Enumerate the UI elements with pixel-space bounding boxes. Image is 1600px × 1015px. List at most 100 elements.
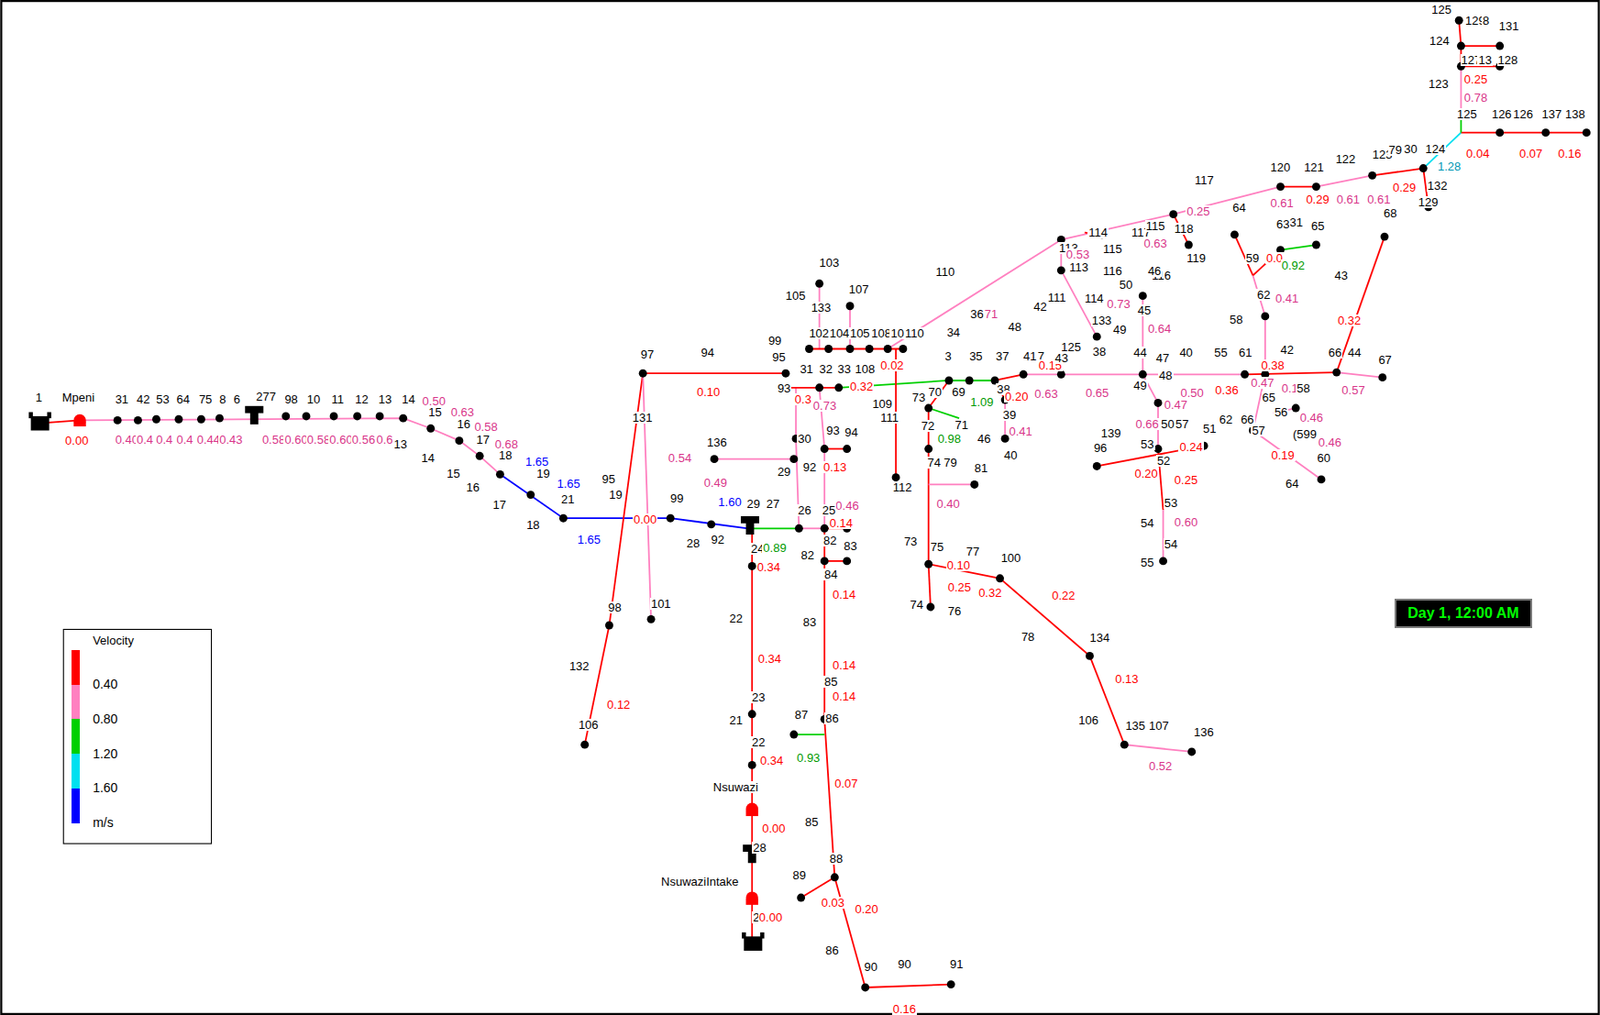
junction-label: 91 — [948, 958, 964, 971]
junction-label: 64 — [1231, 201, 1247, 214]
velocity-label: 0.25 — [947, 581, 972, 594]
junction-label: 82 — [800, 549, 816, 562]
network-symbol — [898, 344, 907, 354]
network-symbol — [710, 454, 719, 464]
junction-label: 27 — [765, 497, 781, 510]
junction-label: 96 — [1092, 441, 1108, 454]
junction-label: 71 — [954, 419, 970, 431]
network-symbol — [215, 414, 224, 423]
pipe — [1280, 186, 1317, 188]
velocity-label: 0.50 — [421, 395, 447, 408]
junction-label: 66 — [1239, 413, 1255, 426]
velocity-label: 0.32 — [849, 380, 874, 393]
junction-label: 45 — [1136, 304, 1152, 317]
velocity-label: 1.28 — [1436, 160, 1462, 173]
junction-label: 74 — [909, 598, 925, 611]
junction-label: 55 — [1139, 556, 1155, 569]
network-symbol — [781, 369, 790, 378]
junction-label: 132 — [1426, 179, 1449, 192]
network-symbol — [796, 893, 806, 903]
network-symbol — [815, 383, 824, 392]
network-symbol — [1187, 748, 1196, 757]
network-symbol — [789, 730, 798, 740]
network-symbol — [794, 524, 804, 533]
pipe — [1336, 236, 1385, 373]
junction-label: 57 — [1174, 418, 1190, 431]
velocity-label: 71 — [983, 308, 999, 320]
velocity-label: 0.3 — [794, 393, 813, 406]
legend-swatch — [71, 753, 80, 789]
velocity-label: 0.25 — [1185, 205, 1211, 218]
pipe — [642, 372, 786, 375]
velocity-label: 0.89 — [761, 541, 787, 554]
junction-label: 19 — [607, 488, 623, 501]
junction-label: 120 — [1268, 161, 1292, 174]
velocity-label: 0.47 — [1249, 376, 1275, 389]
velocity-label: 0.58 — [473, 420, 498, 433]
junction-label: 34 — [946, 326, 961, 339]
network-symbol — [605, 621, 614, 630]
junction-label: 46 — [976, 432, 992, 445]
network-symbol — [947, 980, 956, 989]
junction-label: 74 — [926, 456, 941, 469]
junction-label: 49 — [1132, 379, 1148, 392]
network-symbol — [1240, 370, 1249, 379]
junction-label: 42 — [1032, 300, 1048, 313]
junction-label: 111 — [1047, 291, 1068, 304]
velocity-label: 0.4 — [135, 433, 155, 446]
junction-label: 78 — [1020, 630, 1036, 643]
junction-label: 11 — [331, 393, 346, 406]
network-symbol — [824, 344, 833, 354]
network-symbol — [1019, 370, 1028, 379]
junction-label: 100 — [1000, 551, 1023, 564]
pipe — [1372, 168, 1424, 177]
network-symbol — [1158, 556, 1168, 565]
legend-swatch — [71, 718, 80, 754]
junction-label: 119 — [1185, 252, 1207, 265]
junction-label: 116 — [1102, 264, 1124, 277]
velocity-label: 0.50 — [1179, 386, 1204, 399]
junction-label: NsuwaziIntake — [660, 875, 740, 888]
network-symbol — [1380, 232, 1390, 242]
legend-text: 1.20 — [91, 748, 119, 761]
junction-label: 33 — [837, 363, 852, 376]
velocity-label: 0.04 — [1465, 147, 1490, 160]
junction-label: 126 — [1511, 108, 1534, 121]
junction-label: 12 — [353, 393, 369, 406]
network-symbol — [865, 344, 874, 354]
junction-label: 58 — [1295, 382, 1311, 395]
junction-label: 31 — [114, 393, 130, 406]
velocity-label: 0.61 — [1335, 193, 1361, 206]
velocity-label: 0.63 — [1142, 237, 1168, 250]
network-symbol — [1291, 404, 1301, 413]
junction-label: 69 — [950, 386, 966, 398]
junction-label: 108 — [870, 327, 893, 340]
pipe — [824, 528, 951, 988]
network-symbol — [820, 556, 829, 565]
junction-label: 107 — [1147, 719, 1170, 732]
junction-label: Mpeni — [61, 391, 96, 404]
junction-label: 85 — [804, 816, 819, 828]
velocity-label: 0.44 — [196, 433, 221, 446]
junction-label: 277 — [254, 390, 277, 403]
junction-label: 22 — [728, 612, 744, 625]
junction-label: 137 — [1540, 108, 1563, 121]
velocity-label: 0.25 — [1463, 73, 1489, 86]
junction-label: 83 — [802, 616, 817, 629]
junction-label: 132 — [568, 660, 591, 673]
junction-label: 1 — [34, 391, 44, 404]
network-symbol — [1378, 373, 1387, 382]
velocity-label: 0.98 — [937, 432, 962, 445]
junction-label: 62 — [1256, 288, 1271, 301]
velocity-label: 0.12 — [606, 698, 631, 711]
network-symbol — [133, 416, 143, 425]
junction-label: 43 — [1334, 269, 1349, 282]
network-symbol — [1092, 332, 1102, 342]
junction-label: 134 — [1088, 631, 1111, 644]
pipe — [1460, 44, 1500, 47]
junction-label: 93 — [776, 382, 792, 395]
junction-label: 133 — [1091, 314, 1114, 327]
legend-text: 1.60 — [91, 782, 119, 795]
junction-label: 60 — [1316, 452, 1332, 464]
